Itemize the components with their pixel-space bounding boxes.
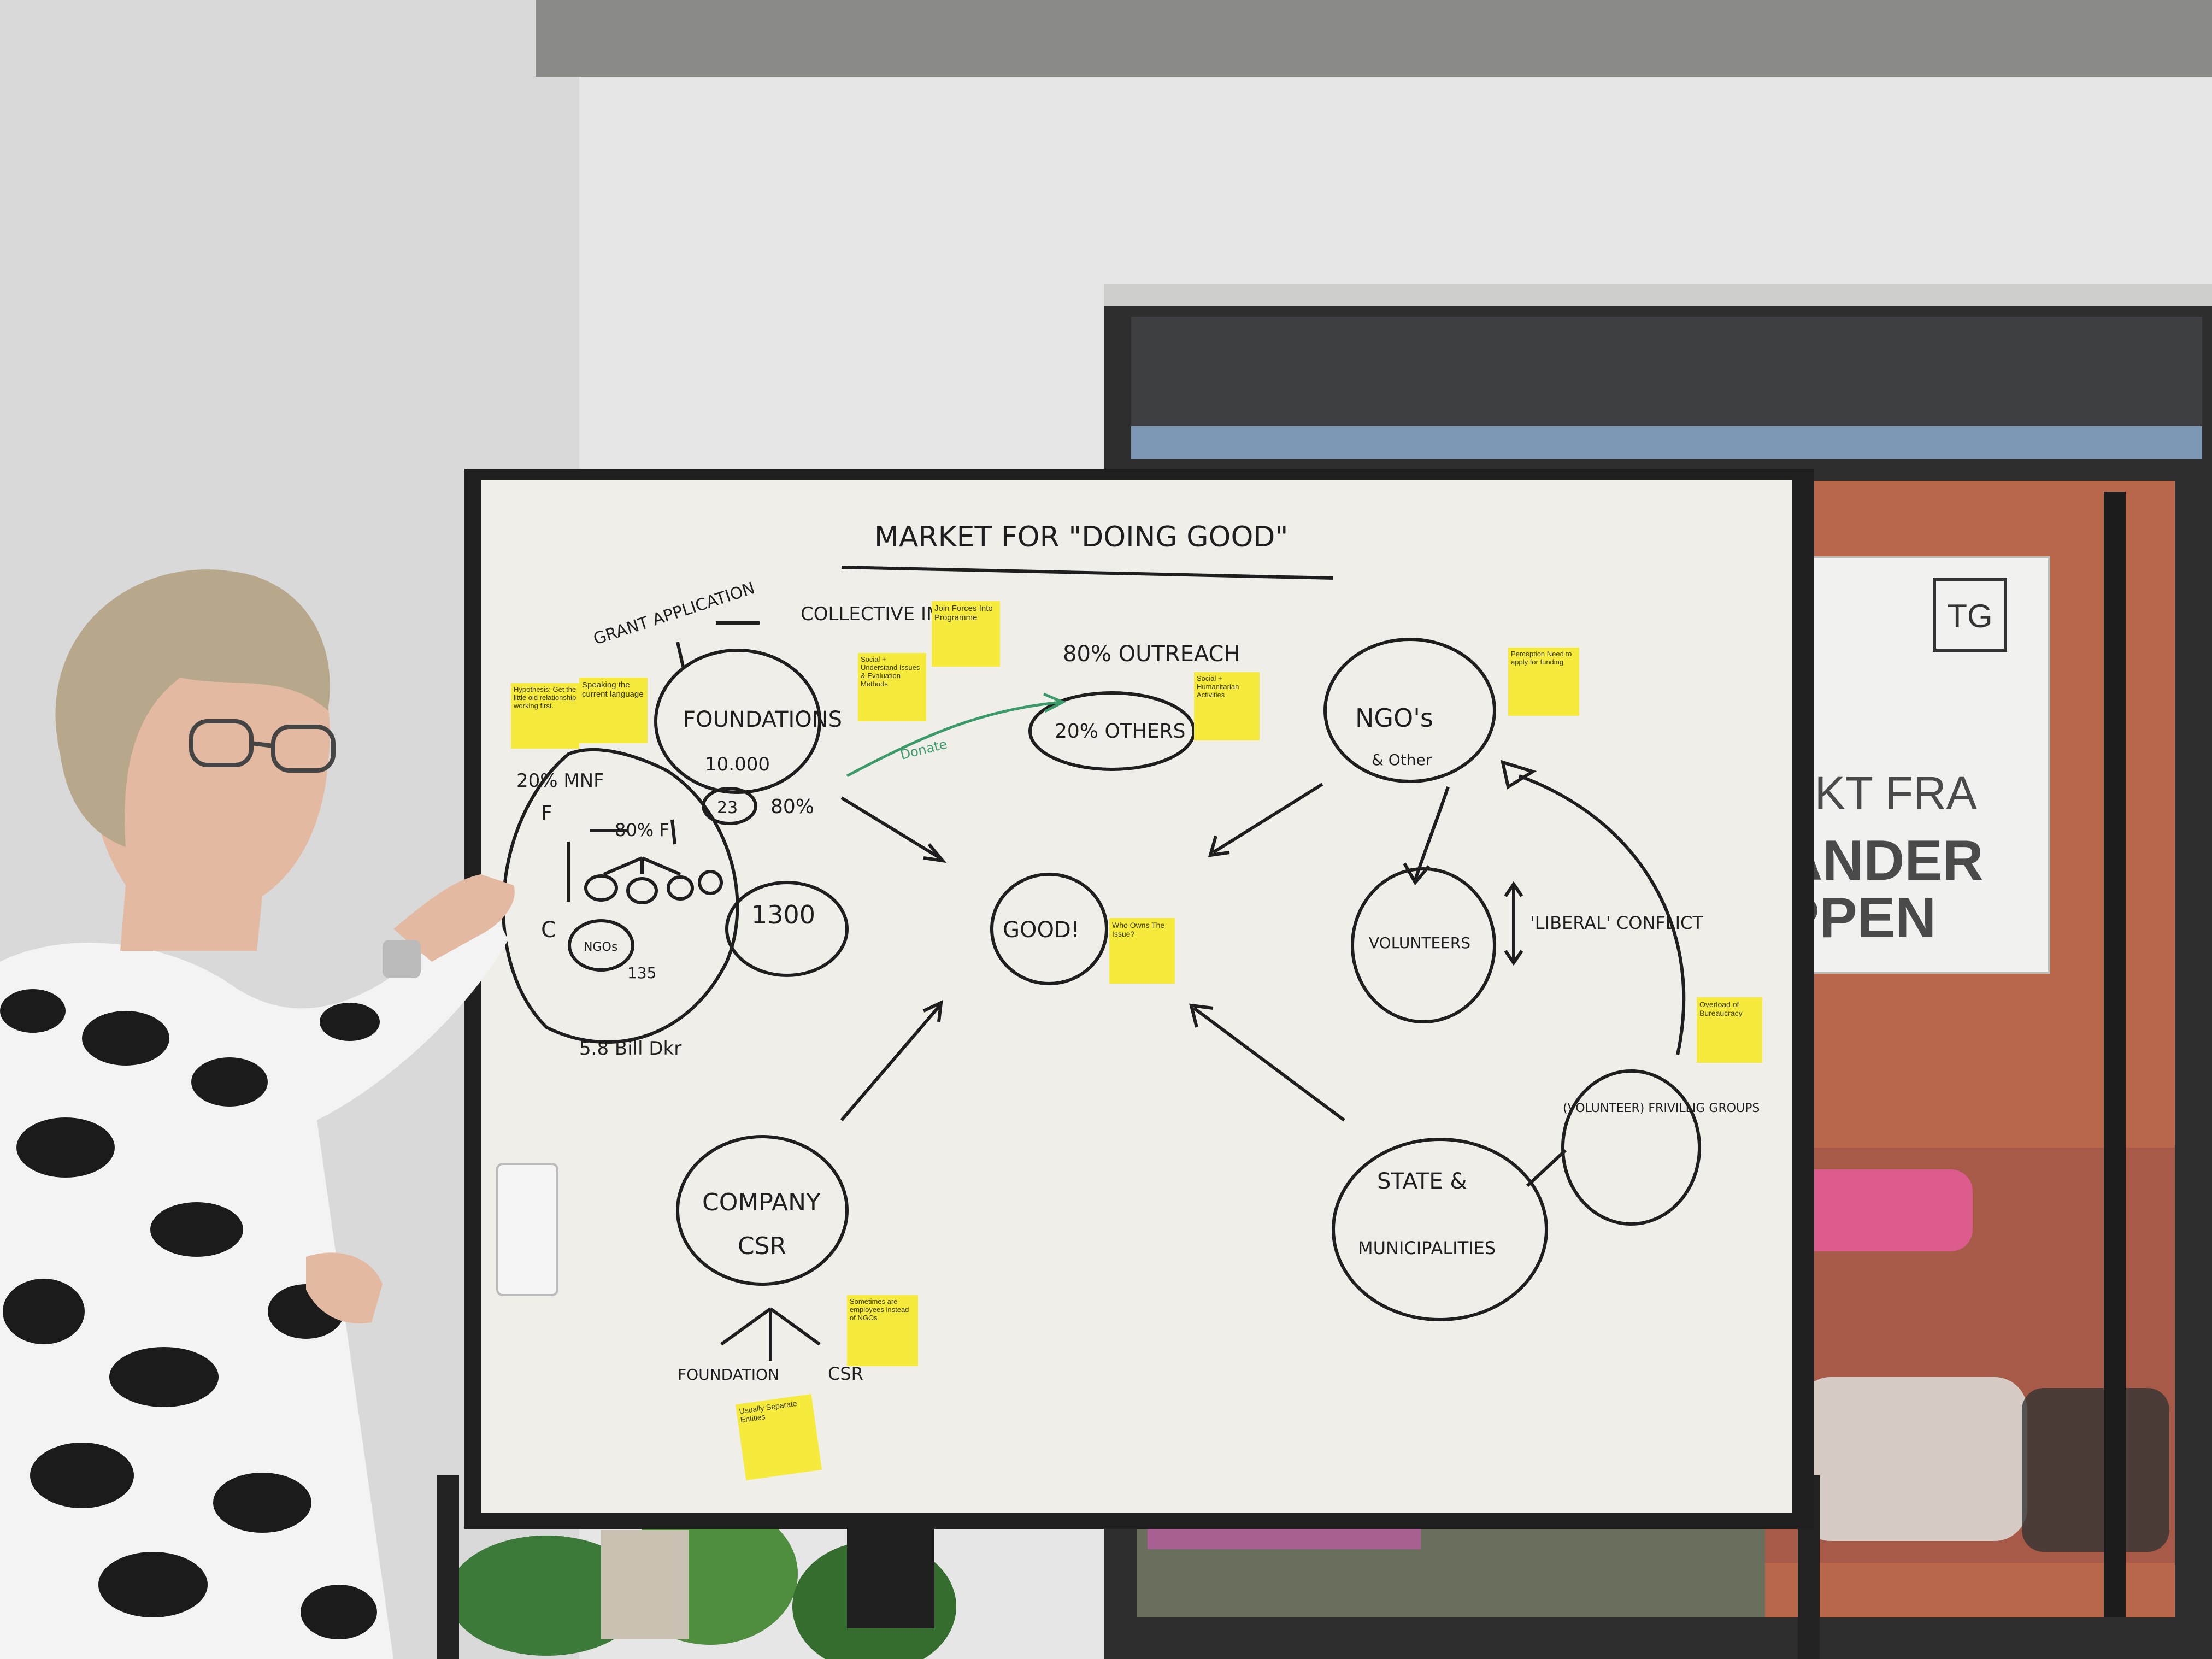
circle-1300 — [725, 881, 849, 977]
title-underline — [841, 566, 1334, 580]
label-others: 20% OTHERS — [1055, 720, 1185, 743]
label-bill: 5.8 Bill Dkr — [579, 1038, 681, 1060]
sticky-note: Speaking the current language — [579, 678, 648, 743]
sticky-note: Hypothesis: Get the little old relations… — [511, 683, 579, 749]
sign-line-2: ANDER — [1781, 829, 1984, 892]
state-circle — [1332, 1138, 1548, 1321]
label-ngos: NGO's — [1355, 703, 1433, 733]
board-surface — [481, 480, 1792, 1513]
label-foundations: FOUNDATIONS — [683, 707, 842, 732]
presenter-hand — [393, 874, 515, 962]
label-23: 23 — [717, 798, 738, 817]
arrow-company-good — [840, 1004, 942, 1121]
label-ngos-sub: & Other — [1372, 751, 1432, 769]
label-municipalities: MUNICIPALITIES — [1358, 1238, 1496, 1258]
label-foundations-count: 10.000 — [705, 754, 770, 775]
label-f-right: 80% F — [615, 820, 669, 840]
ngos-small-circle — [568, 919, 634, 972]
foundations-circle — [654, 649, 821, 794]
label-f-left: F — [541, 802, 552, 825]
sticky-note-text: Speaking the current language — [582, 680, 644, 699]
sticky-note-text: Join Forces Into Programme — [934, 604, 993, 623]
sticky-note-text: Who Owns The Issue? — [1112, 921, 1165, 939]
good-circle — [990, 873, 1108, 985]
label-1300: 1300 — [751, 900, 815, 929]
sticky-note-text: Social + Humanitarian Activities — [1197, 675, 1239, 699]
label-csr: CSR — [738, 1232, 786, 1260]
label-volunteers: VOLUNTEERS — [1369, 934, 1470, 952]
small-circle-c — [667, 875, 694, 901]
label-c: C — [541, 917, 556, 943]
arrow-state-good — [1193, 1007, 1345, 1122]
glasses — [189, 719, 336, 773]
sticky-note: Sometimes are employees instead of NGOs — [847, 1295, 918, 1366]
sign-logo-box — [1933, 578, 2007, 652]
ceiling — [536, 0, 2212, 77]
circle-23 — [702, 787, 757, 825]
label-liberal-conflict: 'LIBERAL' CONFLICT — [1530, 913, 1703, 933]
sticky-note: Usually Separate Entities — [735, 1393, 822, 1481]
arrow-ngos-volunteers — [1414, 786, 1450, 880]
donate-arrow — [846, 701, 1061, 778]
label-foundation-small: FOUNDATION — [678, 1366, 779, 1384]
arrow-ngos-good — [1212, 783, 1323, 854]
small-circle-a — [584, 874, 618, 902]
label-state: STATE & — [1377, 1169, 1467, 1194]
label-ngos-small: NGOs — [584, 940, 617, 954]
sticky-note: Social + Humanitarian Activities — [1194, 672, 1260, 740]
eraser — [496, 1163, 558, 1296]
link-state-groups — [1526, 1149, 1567, 1187]
presenter-top-pattern — [0, 989, 380, 1639]
sticky-note-text: Hypothesis: Get the little old relations… — [514, 686, 576, 710]
sign-logo: TG — [1947, 598, 1992, 634]
board-drawing — [502, 566, 1701, 1361]
sticky-note-text: Perception Need to apply for funding — [1511, 650, 1572, 666]
wristwatch — [383, 940, 421, 978]
presenter-other-hand — [306, 1252, 383, 1323]
small-circle-d — [698, 870, 723, 895]
label-volunteer-groups: (VOLUNTEER) FRIVILLIG GROUPS — [1563, 1102, 1760, 1115]
sticky-note: Social + Understand Issues & Evaluation … — [858, 653, 926, 721]
arrow-groups-ngos — [1518, 774, 1686, 1055]
volunteer-groups-circle — [1561, 1069, 1701, 1226]
label-135: 135 — [627, 964, 656, 982]
sticky-note: Perception Need to apply for funding — [1508, 648, 1579, 716]
arrow-foundations-good — [840, 796, 941, 860]
presenter-hair — [55, 569, 330, 847]
graffiti — [1765, 1169, 1973, 1251]
sticky-note-text: Overload of Bureaucracy — [1699, 1000, 1743, 1018]
sticky-notes: Hypothesis: Get the little old relations… — [511, 601, 1762, 1481]
label-outreach: 80% OUTREACH — [1063, 642, 1240, 667]
volunteers-circle — [1351, 867, 1496, 1023]
sticky-note: Overload of Bureaucracy — [1697, 997, 1762, 1063]
label-good: GOOD! — [1003, 917, 1080, 943]
sticky-note: Join Forces Into Programme — [932, 601, 1000, 667]
board-title: MARKET FOR "DOING GOOD" — [874, 521, 1288, 554]
label-csr-small: CSR — [828, 1363, 863, 1384]
label-80pct: 80% — [770, 796, 814, 818]
small-circle-b — [626, 877, 658, 904]
sticky-note-text: Social + Understand Issues & Evaluation … — [861, 656, 920, 688]
label-mnf: 20% MNF — [516, 770, 604, 792]
label-company: COMPANY — [702, 1189, 821, 1216]
sticky-note-text: Sometimes are employees instead of NGOs — [850, 1298, 909, 1322]
stand-leg-left — [437, 1475, 459, 1659]
presenter — [0, 569, 515, 1659]
sticky-note: Who Owns The Issue? — [1109, 918, 1175, 984]
company-circle — [676, 1135, 849, 1286]
plants — [448, 1503, 956, 1659]
ngos-circle — [1323, 638, 1496, 783]
